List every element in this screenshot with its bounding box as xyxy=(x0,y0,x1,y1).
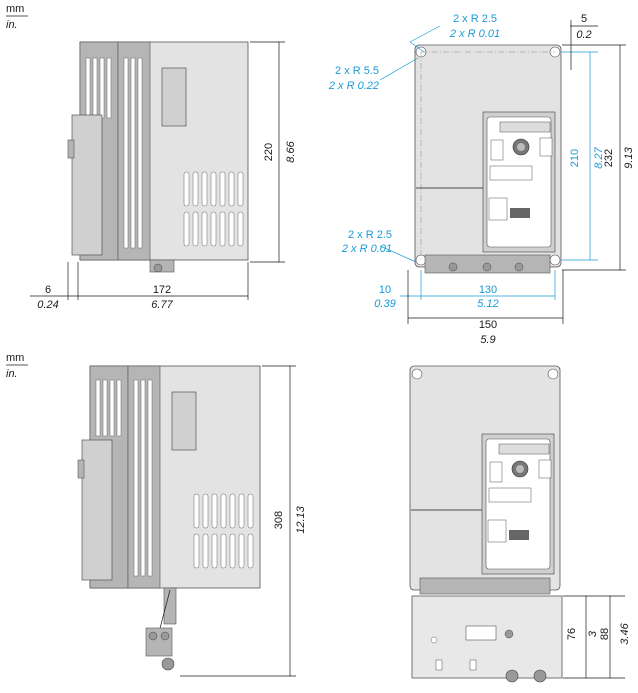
side-offset-in: 0.24 xyxy=(37,299,58,311)
corner-radius-bottom-in: 2 x R 0.01 xyxy=(341,243,392,255)
top-margin-in: 0.2 xyxy=(576,29,591,41)
side-height-in: 8.66 xyxy=(285,140,297,162)
full-height-mm: 308 xyxy=(273,511,285,529)
side-offset-mm: 6 xyxy=(45,284,51,296)
side-view-bottom xyxy=(77,365,296,677)
corner-radius-hole-in: 2 x R 0.22 xyxy=(328,80,379,92)
top-margin-mm: 5 xyxy=(581,13,587,25)
hole-spacing-v-mm: 210 xyxy=(569,149,581,167)
plate-dim-a-in: 3 xyxy=(587,630,599,637)
unit-mm-label: mm xyxy=(6,3,24,15)
plate-dim-a-mm: 76 xyxy=(566,628,578,640)
total-height-mm: 232 xyxy=(603,149,615,167)
full-height-in: 12.13 xyxy=(295,505,307,533)
side-height-mm: 220 xyxy=(263,143,275,161)
side-depth-in: 6.77 xyxy=(151,299,173,311)
unit-mm-label-2: mm xyxy=(6,352,24,364)
hole-spacing-h-mm: 130 xyxy=(479,284,497,296)
hole-spacing-v-in: 8.27 xyxy=(593,146,605,168)
unit-in-label: in. xyxy=(6,19,18,31)
front-view-bottom xyxy=(409,365,625,683)
side-margin-mm: 10 xyxy=(379,284,391,296)
corner-radius-bottom-mm: 2 x R 2.5 xyxy=(348,229,392,241)
front-view-top xyxy=(379,20,626,324)
plate-dim-b-in: 3.46 xyxy=(619,622,631,644)
total-width-mm: 150 xyxy=(479,319,497,331)
total-height-in: 9.13 xyxy=(623,146,635,168)
side-margin-in: 0.39 xyxy=(374,298,395,310)
corner-radius-hole-mm: 2 x R 5.5 xyxy=(335,65,379,77)
hole-spacing-h-in: 5.12 xyxy=(477,298,498,310)
unit-legend-top: mm in. xyxy=(6,3,28,31)
side-depth-mm: 172 xyxy=(153,284,171,296)
unit-legend-bottom: mm in. xyxy=(6,352,28,380)
corner-radius-top-in: 2 x R 0.01 xyxy=(449,28,500,40)
total-width-in: 5.9 xyxy=(480,334,495,346)
unit-in-label-2: in. xyxy=(6,368,18,380)
corner-radius-top-mm: 2 x R 2.5 xyxy=(453,13,497,25)
side-view-top xyxy=(30,41,285,300)
plate-dim-b-mm: 88 xyxy=(599,628,611,640)
